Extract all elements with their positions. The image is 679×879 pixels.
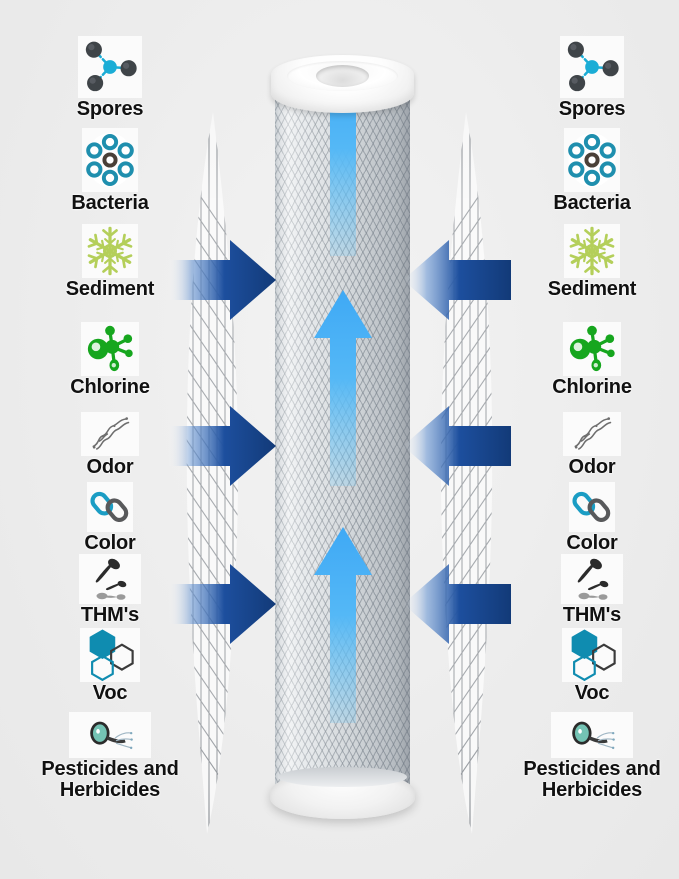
inflow-arrow-left-1 [166, 234, 278, 326]
inflow-arrow-left-3 [166, 558, 278, 650]
contaminant-list-left: Spores Bacteria [5, 0, 215, 879]
contaminant-label-thms-left: THM's [80, 604, 140, 626]
contaminant-label-chlorine-left: Chlorine [70, 376, 150, 398]
inflow-arrow-right-3 [401, 558, 513, 650]
mesh-screen-right [432, 112, 496, 834]
contaminant-item-thms-right: THM's [487, 554, 679, 625]
contaminant-list-right: Spores Bacteria [487, 0, 679, 879]
cap-outlet-hole [316, 65, 369, 87]
contaminant-label-odor-left: Odor [86, 456, 134, 478]
contaminant-label-sediment-left: Sediment [65, 278, 155, 300]
contaminant-label-sediment-right: Sediment [547, 278, 637, 300]
contaminant-item-color-left: Color [5, 482, 215, 553]
contaminant-item-voc-right: Voc [487, 628, 679, 703]
contaminant-item-sediment-right: Sediment [487, 224, 679, 299]
outflow-arrow-up-3 [312, 525, 374, 725]
inflow-arrow-left-2 [166, 400, 278, 492]
color-icon [87, 482, 133, 532]
mesh-screen-left [183, 112, 247, 834]
sediment-icon [564, 224, 620, 278]
contaminant-item-odor-left: Odor [5, 412, 215, 477]
contaminant-label-voc-left: Voc [92, 682, 128, 704]
spores-icon [560, 36, 624, 98]
contaminant-item-spores-left: Spores [5, 36, 215, 119]
contaminant-label-voc-right: Voc [574, 682, 610, 704]
contaminant-label-bacteria-left: Bacteria [71, 192, 149, 214]
outflow-arrow-up-2 [312, 288, 374, 488]
chlorine-icon [81, 322, 139, 376]
cartridge-top-cap [271, 55, 414, 113]
contaminant-item-voc-left: Voc [5, 628, 215, 703]
contaminant-item-color-right: Color [487, 482, 679, 553]
bacteria-icon [564, 128, 620, 192]
odor-icon [81, 412, 139, 456]
pesticides-icon [69, 712, 151, 758]
contaminant-label-color-right: Color [566, 532, 618, 554]
contaminant-item-spores-right: Spores [487, 36, 679, 119]
inflow-arrow-right-2 [401, 400, 513, 492]
contaminant-label-odor-right: Odor [568, 456, 616, 478]
contaminant-label-chlorine-right: Chlorine [552, 376, 632, 398]
contaminant-item-bacteria-left: Bacteria [5, 128, 215, 213]
bacteria-icon [82, 128, 138, 192]
chlorine-icon [563, 322, 621, 376]
contaminant-label-spores-left: Spores [76, 98, 144, 120]
contaminant-label-bacteria-right: Bacteria [553, 192, 631, 214]
color-icon [569, 482, 615, 532]
pesticides-icon [551, 712, 633, 758]
inflow-arrow-right-1 [401, 234, 513, 326]
voc-icon [562, 628, 622, 682]
contaminant-label-thms-right: THM's [562, 604, 622, 626]
contaminant-item-chlorine-right: Chlorine [487, 322, 679, 397]
contaminant-label-spores-right: Spores [558, 98, 626, 120]
voc-icon [80, 628, 140, 682]
cartridge-base-cap [270, 767, 415, 819]
spores-icon [78, 36, 142, 98]
contaminant-item-chlorine-left: Chlorine [5, 322, 215, 397]
contaminant-item-thms-left: THM's [5, 554, 215, 625]
odor-icon [563, 412, 621, 456]
contaminant-item-sediment-left: Sediment [5, 224, 215, 299]
thms-icon [561, 554, 623, 604]
sediment-icon [82, 224, 138, 278]
contaminant-item-odor-right: Odor [487, 412, 679, 477]
thms-icon [79, 554, 141, 604]
contaminant-label-color-left: Color [84, 532, 136, 554]
outflow-arrow-up-1 [312, 58, 374, 258]
contaminant-item-bacteria-right: Bacteria [487, 128, 679, 213]
